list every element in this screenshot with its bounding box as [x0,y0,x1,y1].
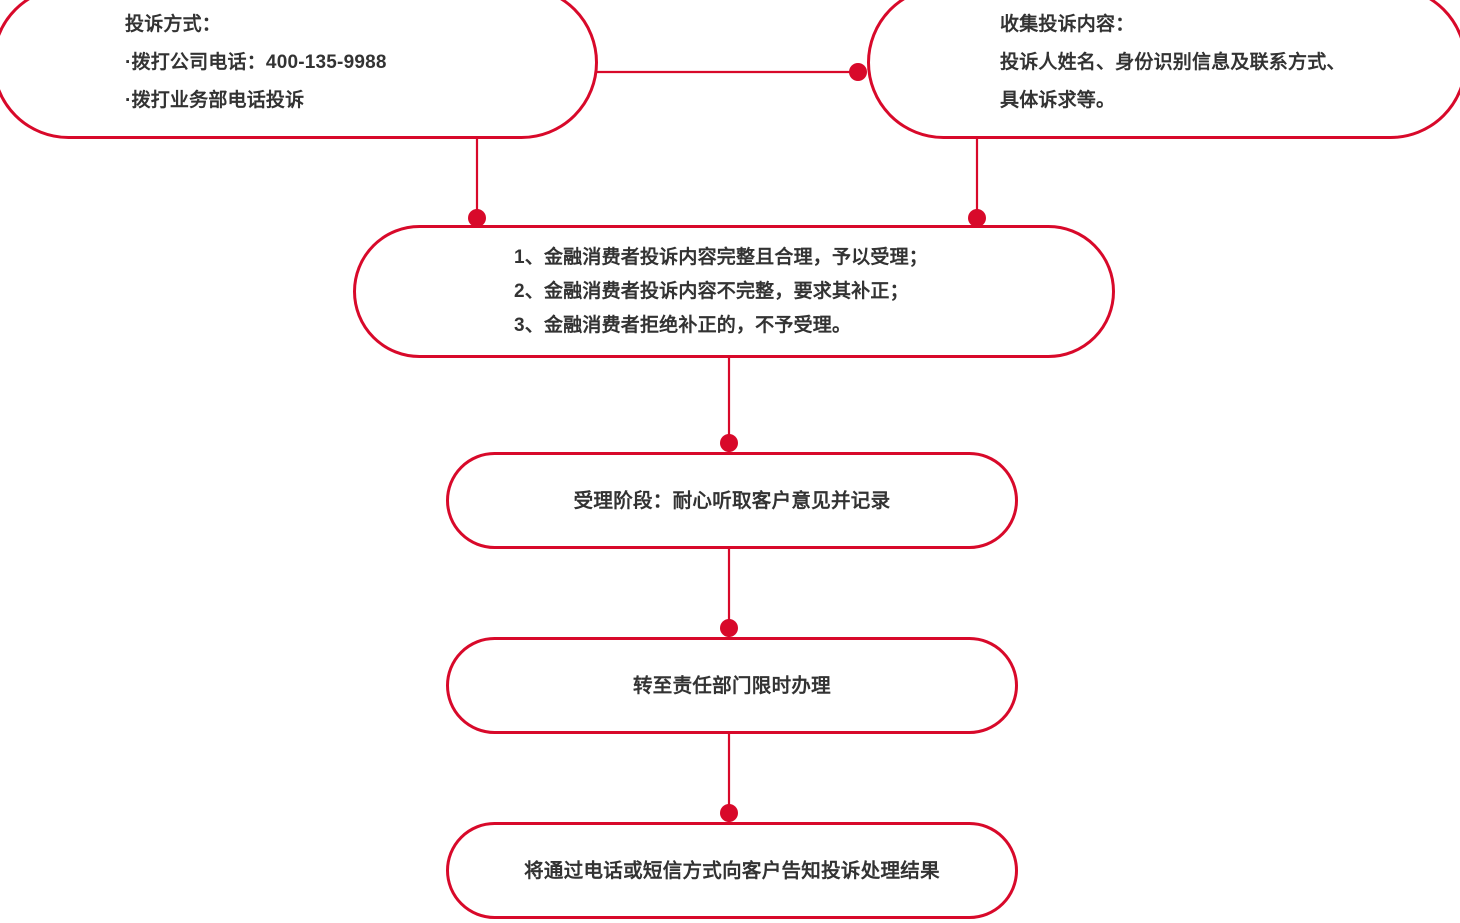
connector-rules-to-stage [720,356,738,453]
acceptance-stage-label: 受理阶段：耐心听取客户意见并记录 [573,489,891,512]
node-acceptance-stage[interactable]: 受理阶段：耐心听取客户意见并记录 [446,452,1018,549]
connector-stage-to-transfer [720,547,738,638]
connector-endpoint-dot [720,619,738,637]
complaint-method-heading: 投诉方式： [125,13,222,35]
node-collect-content-body: 收集投诉内容： 投诉人姓名、身份识别信息及联系方式、 具体诉求等。 [870,6,1460,120]
connector-endpoint-dot [468,209,486,227]
node-acceptance-rules-body: 1、金融消费者投诉内容完整且合理，予以受理； 2、金融消费者投诉内容不完整，要求… [356,241,1112,343]
node-complaint-method-body: 投诉方式： ·拨打公司电话：400-135-9988 ·拨打业务部电话投诉 [0,6,595,120]
collect-content-line-identity: 投诉人姓名、身份识别信息及联系方式、 [1000,51,1346,73]
node-transfer-department-body: 转至责任部门限时办理 [449,672,1015,700]
acceptance-rule-item-2: 2、金融消费者投诉内容不完整，要求其补正； [514,280,909,302]
transfer-department-label: 转至责任部门限时办理 [632,674,831,697]
notify-result-label: 将通过电话或短信方式向客户告知投诉处理结果 [524,859,940,882]
complaint-method-line-business-dept: ·拨打业务部电话投诉 [125,89,305,111]
complaint-method-line-phone: ·拨打公司电话：400-135-9988 [125,51,387,73]
node-complaint-method[interactable]: 投诉方式： ·拨打公司电话：400-135-9988 ·拨打业务部电话投诉 [0,0,598,139]
connector-endpoint-dot [720,434,738,452]
connector-method-to-rules [468,136,486,227]
connector-method-to-collect [594,63,867,81]
acceptance-rule-item-1: 1、金融消费者投诉内容完整且合理，予以受理； [514,246,928,268]
connector-collect-to-rules [968,136,986,227]
connector-transfer-to-notify [720,732,738,823]
connector-endpoint-dot [968,209,986,227]
node-acceptance-rules[interactable]: 1、金融消费者投诉内容完整且合理，予以受理； 2、金融消费者投诉内容不完整，要求… [353,225,1115,358]
node-notify-result-body: 将通过电话或短信方式向客户告知投诉处理结果 [449,857,1015,885]
connector-endpoint-dot [720,804,738,822]
node-transfer-department[interactable]: 转至责任部门限时办理 [446,637,1018,734]
node-acceptance-stage-body: 受理阶段：耐心听取客户意见并记录 [449,487,1015,515]
node-collect-content[interactable]: 收集投诉内容： 投诉人姓名、身份识别信息及联系方式、 具体诉求等。 [867,0,1460,139]
collect-content-line-demand: 具体诉求等。 [1000,89,1116,111]
node-notify-result[interactable]: 将通过电话或短信方式向客户告知投诉处理结果 [446,822,1018,919]
collect-content-heading: 收集投诉内容： [1000,13,1135,35]
connector-endpoint-dot [849,63,867,81]
acceptance-rule-item-3: 3、金融消费者拒绝补正的，不予受理。 [514,314,852,336]
